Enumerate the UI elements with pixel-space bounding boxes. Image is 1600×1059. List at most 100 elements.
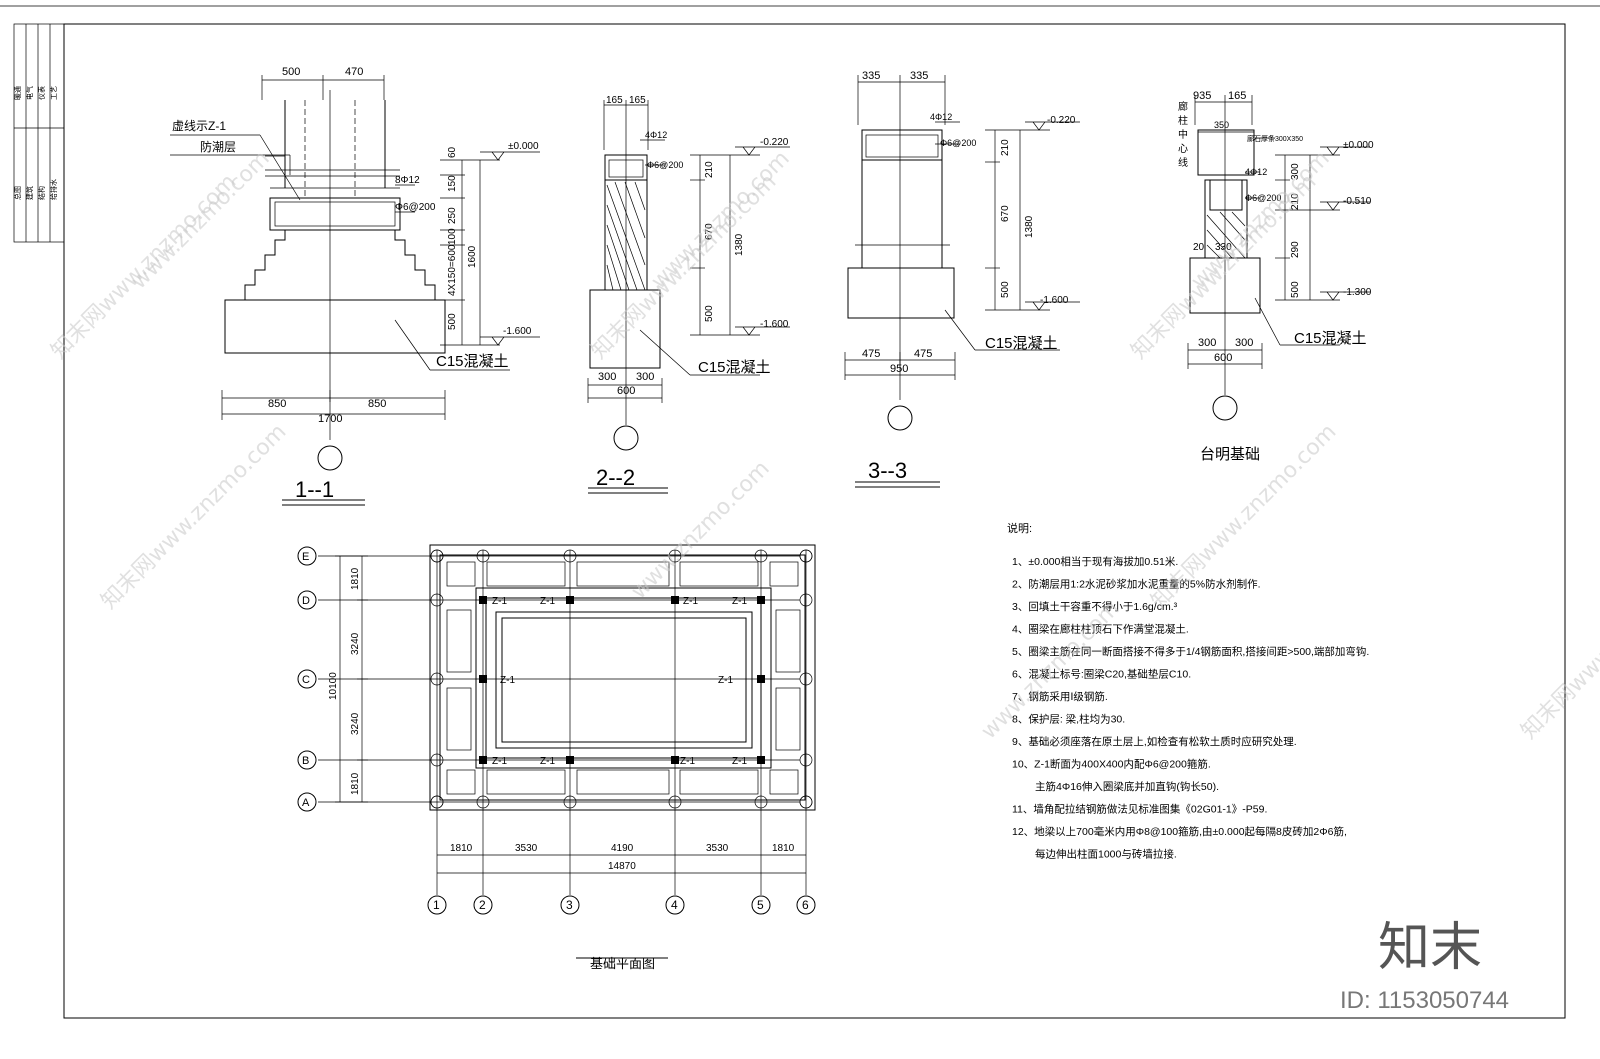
dim-s3-top-0: 335 [862,70,880,82]
elev-s2-top: -0.220 [760,137,789,148]
row-axis-d: D [302,595,310,607]
title-block-cell: 电气 [25,86,34,100]
note-item: 8、保护层: 梁,柱均为30. [1012,713,1125,726]
axis-bubble-3-3 [887,405,913,431]
dim-s4-bottom-1: 300 [1235,337,1253,349]
column-z1 [757,675,765,683]
note-item: 每边伸出柱面1000与砖墙拉接. [1035,848,1177,861]
label-s4-20: 20 [1193,242,1205,253]
note-item: 9、基础必须座落在原土层上,如检查有松软土质时应研究处理. [1012,735,1297,748]
row-axis-e: E [302,551,309,563]
pier-circle [476,795,490,809]
title-block-cell: 工艺 [50,86,58,100]
label-s4-stirrup: Φ6@200 [1245,193,1281,203]
centerline-char: 心 [1178,143,1188,155]
ring-beam-1 [269,197,401,231]
column-z1 [479,756,487,764]
notes-list: 1、±0.000相当于现有海拔加0.51米.2、防潮层用1:2水泥砂浆加水泥重量… [1012,555,1369,861]
vdim-s4-3: 500 [1290,281,1301,298]
column-z1 [757,596,765,604]
footing-outline-1 [224,229,446,354]
section-title-1-1: 1--1 [295,477,334,502]
elev-s3-bottom: -1.600 [1040,295,1069,306]
row-dim-3: 1810 [350,772,361,795]
pier-circle [563,549,577,563]
col-dim-3: 3530 [706,843,729,854]
vdim-s2-2: 500 [704,305,715,322]
section-3-3 [844,75,1080,488]
note-item: 12、地梁以上700毫米内用Φ8@100箍筋,由±0.000起每隔8皮砖加2Φ6… [1012,825,1347,838]
elev-s3-top: -0.220 [1047,115,1076,126]
title-block-cell: 建筑 [25,186,34,200]
dim-s3-top-1: 335 [910,70,928,82]
label-s3-rebar: 4Φ12 [930,112,952,122]
label-s4-stone: 廊石厚条300X350 [1247,134,1303,143]
pier-circle [799,753,813,767]
note-item: 11、墙角配拉结钢筋做法见标准图集《02G01-1》-P59. [1012,803,1267,816]
watermark-text: www.znzmo.com [127,146,275,294]
vdim-s1-3: 4X150=600 [447,244,458,296]
column-z1 [566,596,574,604]
section-platform-foundation [1187,95,1370,421]
col-axis-3: 3 [566,898,573,912]
column-tag: Z-1 [492,756,507,767]
dim-s2-top-1: 165 [629,95,646,106]
label-s4-330: 330 [1215,242,1232,253]
elev-s2-bottom: -1.600 [760,319,789,330]
brand-logo: 知末 [1378,918,1482,978]
label-s4-width: 350 [1214,120,1229,130]
vdim-s1-4: 100 [447,228,458,245]
dim-s2-top-0: 165 [606,95,623,106]
dim-s2-bottom-1: 300 [636,371,654,383]
dim-s2-bottom-0: 300 [598,371,616,383]
pier-circle [754,549,768,563]
dim-s1-top-0: 500 [282,66,300,78]
column-tag: Z-1 [683,596,698,607]
pier-circle [430,593,444,607]
note-item: 4、圈梁在廊柱柱顶石下作满堂混凝土. [1012,623,1189,636]
row-axis-c: C [302,674,310,686]
col-dim-2: 4190 [611,843,634,854]
pier-circle [799,593,813,607]
drawing-id: ID: 1153050744 [1340,987,1509,1014]
axis-bubble-1-1 [317,445,343,471]
elev-s4-0: ±0.000 [1343,140,1374,151]
col-axis-1: 1 [433,898,440,912]
dim-s1-bottom-0: 850 [268,398,286,410]
label-s2-concrete: C15混凝土 [698,359,771,376]
centerline-char: 柱 [1178,114,1188,127]
vdim-s2-0: 210 [704,161,715,178]
section-title-3-3: 3--3 [868,458,907,483]
elev-s1-bottom: -1.600 [503,326,532,337]
watermark-text: www.znzmo.com [627,456,775,604]
watermark-text: 知末网www.znzmo.com [97,419,292,614]
elev-s1-top: ±0.000 [508,141,539,152]
column-tag: Z-1 [732,756,747,767]
pier-circle [754,795,768,809]
row-dim-2: 3240 [350,712,361,735]
col-dim-0: 1810 [450,843,473,854]
label-s1-stirrup: Φ6@200 [395,202,436,213]
plan-title: 基础平面图 [590,956,655,971]
column-tag: Z-1 [540,596,555,607]
note-item: 3、回填土干容重不得小于1.6g/cm.³ [1012,600,1178,613]
label-s3-stirrup: Φ6@200 [940,138,976,148]
section-1-1 [170,75,540,506]
label-s1-rebar: 8Φ12 [395,175,420,186]
col-dim-total: 14870 [608,861,636,872]
row-dim-1: 3240 [350,632,361,655]
column-3 [861,129,943,269]
title-block-cell: 总图 [13,186,22,200]
axis-bubble-platform [1212,395,1238,421]
column-z1 [757,756,765,764]
vdim-s3-0: 210 [1000,139,1011,156]
note-item: 2、防潮层用1:2水泥砂浆加水泥重量的5%防水剂制作. [1012,578,1261,591]
dim-s3-bottom-0: 475 [862,348,880,360]
notes-heading: 说明: [1007,521,1032,535]
centerline-char: 廊 [1178,100,1188,113]
title-block: 总图建筑结构给排水暖通电气仪表工艺 [13,23,65,243]
col-axis-5: 5 [757,898,764,912]
dim-s4-bottom-total: 600 [1214,352,1232,364]
col-dim-1: 3530 [515,843,538,854]
